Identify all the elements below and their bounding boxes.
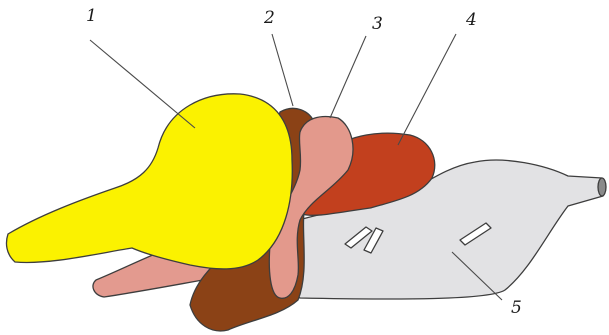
label-3: 3 xyxy=(372,14,383,34)
label-2: 2 xyxy=(263,8,275,28)
leader-4 xyxy=(398,34,456,145)
part-5-cap xyxy=(598,178,606,196)
label-4: 4 xyxy=(465,10,477,30)
label-1: 1 xyxy=(86,6,97,26)
label-5: 5 xyxy=(511,298,522,318)
leader-1 xyxy=(90,40,195,128)
leader-2 xyxy=(272,34,293,106)
leader-3 xyxy=(330,36,366,118)
part-1-shape xyxy=(6,94,292,269)
